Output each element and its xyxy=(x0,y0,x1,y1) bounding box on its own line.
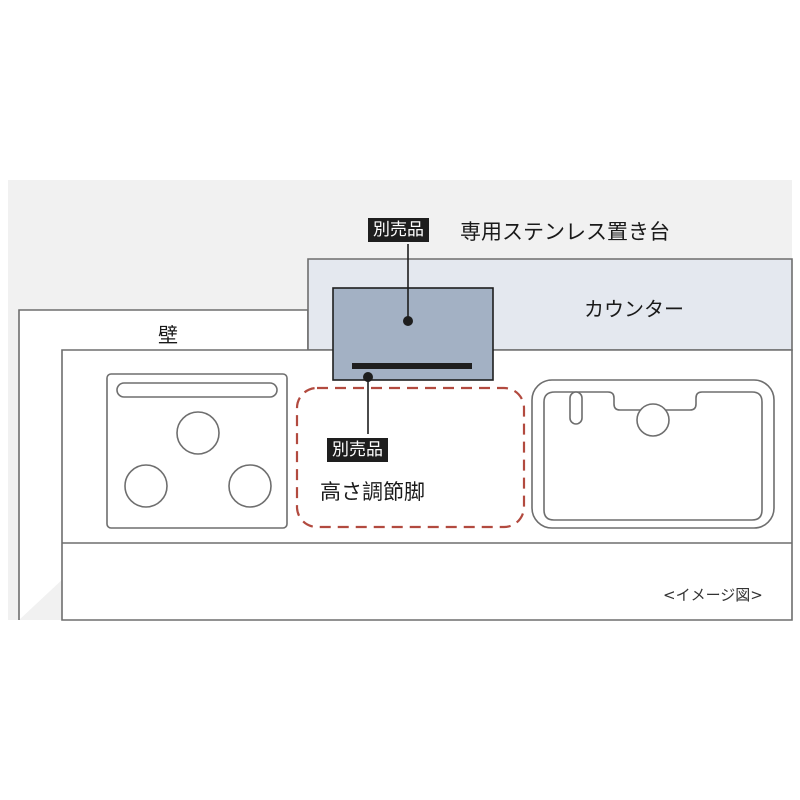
sink-basin xyxy=(543,391,763,521)
stove-vent xyxy=(116,382,278,398)
burner-right xyxy=(228,464,272,508)
legs-badge: 別売品 xyxy=(327,438,388,462)
stand-shelf-bar xyxy=(352,363,472,369)
legs-leader-dot xyxy=(363,372,373,382)
stand-name: 専用ステンレス置き台 xyxy=(460,220,670,244)
legs-name: 高さ調節脚 xyxy=(320,480,425,504)
sink-faucet xyxy=(569,391,583,425)
burner-top xyxy=(176,411,220,455)
stand-leader-dot xyxy=(403,316,413,326)
burner-left xyxy=(124,464,168,508)
legs-dashed-outline xyxy=(295,386,526,529)
wall-label: 壁 xyxy=(158,323,178,347)
counter-label: カウンター xyxy=(584,297,684,321)
image-note: <イメージ図> xyxy=(663,586,763,604)
sink-drain xyxy=(636,403,670,437)
stand-badge: 別売品 xyxy=(368,218,429,242)
